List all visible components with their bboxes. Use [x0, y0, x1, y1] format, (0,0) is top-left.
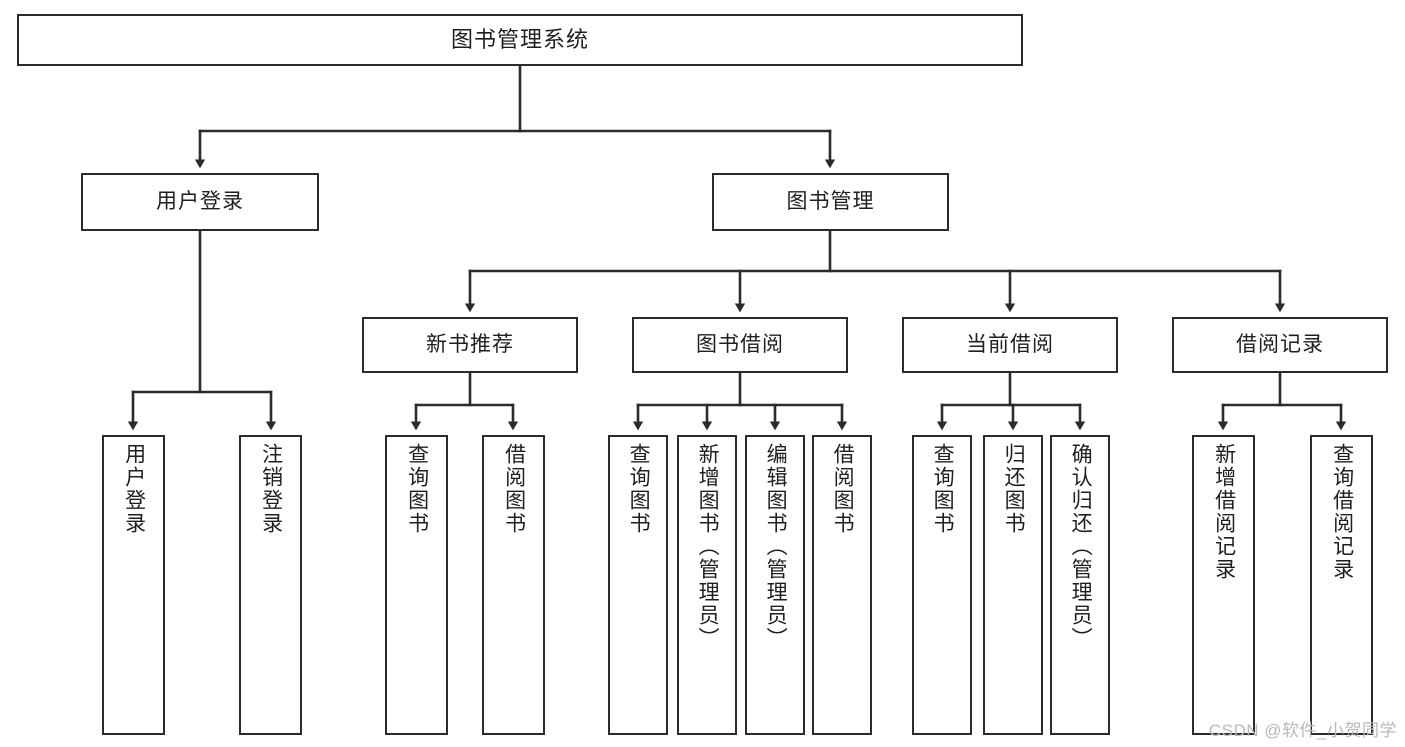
node-leaf-1[interactable]: 注销登录: [239, 435, 302, 735]
node-leaf-4[interactable]: 查询图书: [608, 435, 668, 735]
node-leaf-7[interactable]: 借阅图书: [812, 435, 872, 735]
node-leaf-12[interactable]: 查询借阅记录: [1310, 435, 1373, 735]
node-leaf-9[interactable]: 归还图书: [983, 435, 1043, 735]
node-leaf-8[interactable]: 查询图书: [912, 435, 972, 735]
node-level3-3[interactable]: 借阅记录: [1172, 317, 1388, 373]
node-level2-1[interactable]: 图书管理: [712, 173, 949, 231]
csdn-watermark: CSDN @软件_小贺同学: [1208, 721, 1397, 740]
node-level3-0[interactable]: 新书推荐: [362, 317, 578, 373]
node-level3-1[interactable]: 图书借阅: [632, 317, 848, 373]
node-leaf-11[interactable]: 新增借阅记录: [1192, 435, 1255, 735]
node-leaf-3[interactable]: 借阅图书: [482, 435, 545, 735]
node-level2-0[interactable]: 用户登录: [81, 173, 319, 231]
node-level3-2[interactable]: 当前借阅: [902, 317, 1118, 373]
node-leaf-10[interactable]: 确认归还（管理员）: [1050, 435, 1110, 735]
node-leaf-0[interactable]: 用户登录: [102, 435, 165, 735]
node-root[interactable]: 图书管理系统: [17, 14, 1023, 66]
node-leaf-5[interactable]: 新增图书（管理员）: [677, 435, 737, 735]
node-leaf-6[interactable]: 编辑图书（管理员）: [745, 435, 805, 735]
node-leaf-2[interactable]: 查询图书: [385, 435, 448, 735]
